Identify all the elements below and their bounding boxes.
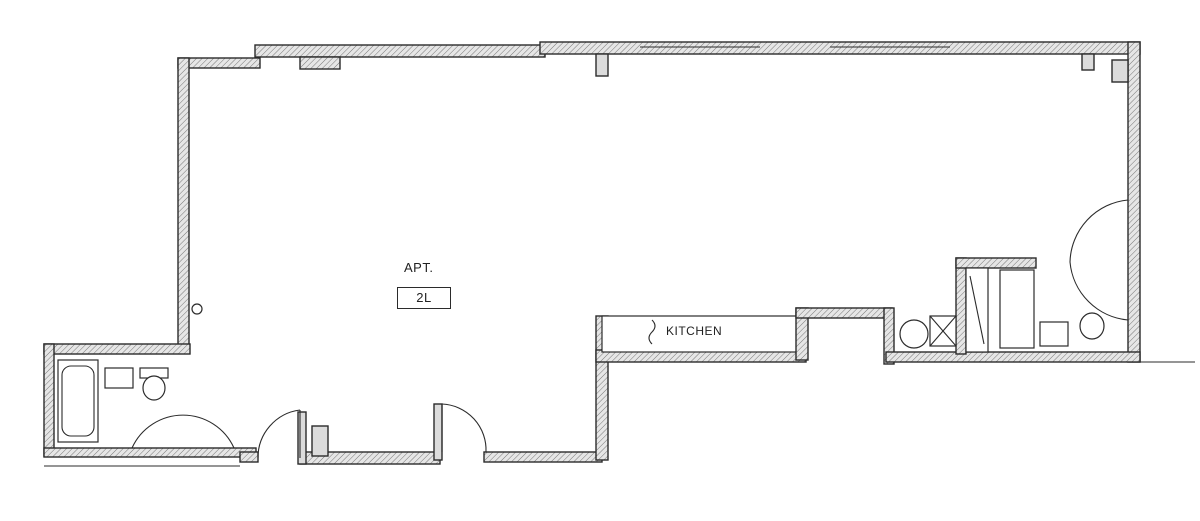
column-marker-icon: [191, 303, 203, 315]
east-wall: [1111, 41, 1141, 363]
sink-icon-2: [1039, 321, 1069, 347]
toilet-icon-2: [1079, 312, 1105, 340]
entry-door-swing: [257, 409, 301, 459]
bathtub-icon: [57, 359, 99, 443]
west-wall: [177, 57, 203, 351]
bathroom-right: [885, 199, 1195, 363]
shower-icon: [999, 269, 1035, 349]
toilet-icon: [142, 375, 166, 401]
kitchen-label: KITCHEN: [666, 324, 723, 338]
north-wall: [177, 41, 1141, 77]
south-wall: [239, 403, 603, 465]
bathroom-door-swing: [131, 414, 235, 449]
bathroom-door-swing-2: [1069, 199, 1129, 263]
washer-icon: [899, 319, 929, 349]
sink-icon: [104, 367, 134, 389]
apartment-label: APT.: [404, 260, 434, 275]
apartment-number: 2L: [397, 287, 451, 309]
entry-door-swing-2: [441, 403, 487, 453]
kitchen-area: [595, 307, 895, 461]
bathroom-left: [43, 343, 257, 467]
